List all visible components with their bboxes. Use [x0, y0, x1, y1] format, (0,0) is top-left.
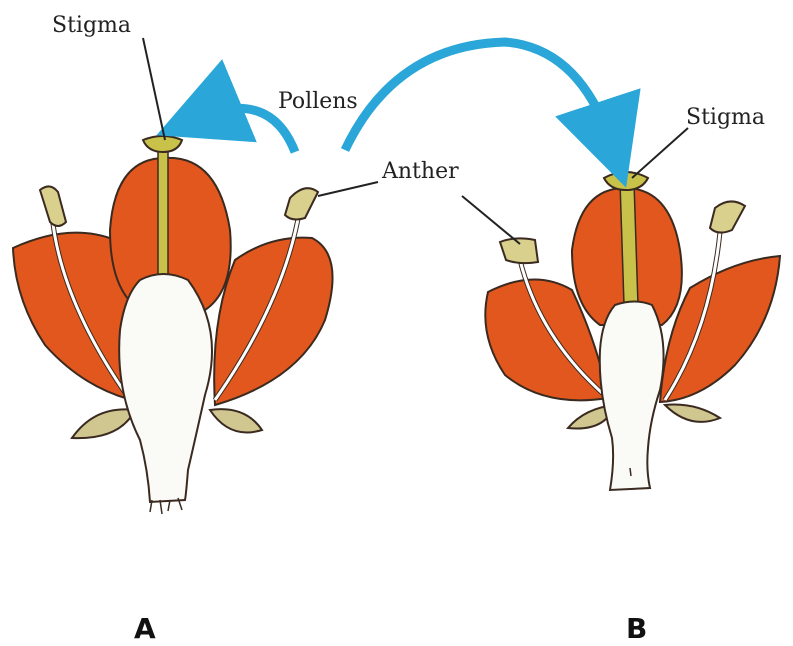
- pollen-arrow-to-b: [345, 42, 612, 150]
- stigma-b: [604, 172, 648, 190]
- caption-flower-b: B: [626, 612, 647, 645]
- anther-a-right: [285, 188, 318, 219]
- pollen-arrow-to-a: [198, 108, 295, 152]
- anther-a-left: [40, 186, 66, 226]
- sepal-a-right: [210, 409, 262, 432]
- leader-anther: [318, 182, 378, 196]
- flower-a: [13, 136, 333, 514]
- flower-b: [485, 172, 780, 490]
- leader-stigma-b: [632, 128, 688, 178]
- leader-stigma-a: [143, 38, 165, 140]
- sepal-a-left: [72, 409, 135, 438]
- label-stigma-a: Stigma: [52, 13, 131, 38]
- label-pollens: Pollens: [278, 89, 358, 114]
- ovary-b: [600, 302, 664, 491]
- ovary-a: [119, 274, 212, 502]
- anther-b-right: [710, 201, 745, 232]
- stigma-a: [143, 136, 182, 152]
- style-b: [620, 182, 638, 305]
- style-a: [158, 150, 168, 280]
- label-stigma-b: Stigma: [686, 105, 765, 130]
- caption-flower-a: A: [134, 612, 156, 645]
- petal-a-right: [214, 238, 332, 405]
- sepal-b-right: [665, 405, 720, 422]
- label-anther: Anther: [381, 159, 459, 184]
- leader-anther-b: [462, 196, 520, 244]
- stalk-b-mark: [630, 468, 631, 476]
